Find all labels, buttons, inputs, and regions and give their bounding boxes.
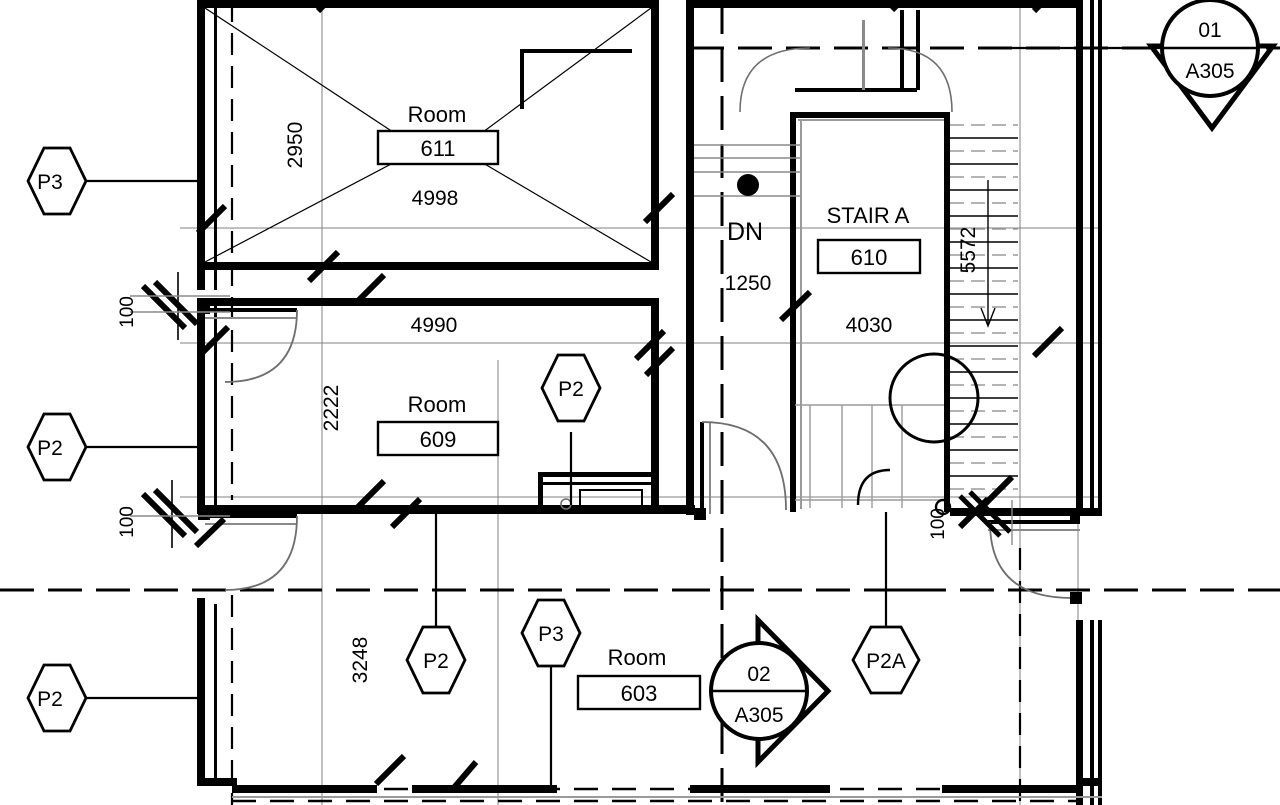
door-swing-arc-stair-left — [739, 47, 811, 113]
corridor-beam-dashes — [694, 144, 800, 197]
tag-p2-lower-left[interactable]: P2 — [26, 663, 200, 733]
room-611-dim-v: 2950 — [284, 122, 307, 169]
dim-100-right: 100 — [928, 508, 949, 540]
column-node-dot — [737, 174, 759, 196]
tag-p2-center[interactable]: P2 — [540, 353, 602, 505]
south-dashed-band — [232, 787, 1080, 803]
dashed-structure-lines — [230, 0, 1022, 805]
dn-label: DN — [727, 218, 763, 246]
tag-p2-center-label: P2 — [558, 378, 584, 401]
room-603-tag: Room 603 3248 — [349, 637, 702, 711]
dim-100-lower: 100 — [117, 506, 138, 538]
stair-treads-right — [950, 137, 1018, 477]
stair-a-structure — [790, 112, 950, 512]
tag-p3-upper-left[interactable]: P3 — [26, 146, 200, 216]
stair-treads-lower — [795, 404, 944, 508]
room-609-label: Room — [408, 392, 467, 417]
room-603-dim-v: 3248 — [349, 637, 372, 684]
corridor-walls — [686, 0, 1076, 515]
dim-break-100-lower — [130, 480, 230, 548]
section-marker-02-number: 02 — [747, 663, 770, 686]
room-609-walls — [197, 298, 695, 514]
room-611-number: 611 — [420, 136, 455, 161]
section-marker-02-sheet: A305 — [734, 704, 783, 727]
door-swing-stair-bottom — [856, 468, 891, 506]
room-610-tag: STAIR A 610 4030 5572 — [816, 203, 980, 337]
dim-break-100-right — [934, 490, 1013, 545]
right-interior-returns — [950, 0, 1080, 520]
stair-handrail-circle — [888, 352, 980, 444]
section-marker-01-number: 01 — [1198, 19, 1221, 42]
room-611-diagonals — [204, 7, 652, 263]
room-603-number: 603 — [621, 681, 658, 706]
wall-break-ticks — [193, 0, 1065, 792]
room-610-dim-v: 5572 — [957, 227, 980, 274]
tag-p2-bottom[interactable]: P2 — [405, 508, 467, 695]
tag-p2-lower-left-label: P2 — [37, 688, 63, 711]
room-611-dim-h: 4998 — [412, 187, 459, 210]
tag-p2a-bottom[interactable]: P2A — [851, 512, 921, 695]
tag-p3-bottom-label: P3 — [538, 623, 564, 646]
tag-p3-upper-left-label: P3 — [37, 171, 63, 194]
room-611-niche — [520, 49, 632, 109]
room-603-label: Room — [608, 645, 667, 670]
stair-direction-arrow — [980, 180, 996, 328]
stair-a-label: STAIR A — [827, 203, 910, 228]
room-611-tag: Room 611 4998 2950 — [284, 102, 500, 210]
door-right — [988, 520, 1082, 604]
section-marker-01[interactable]: 01 A305 — [1000, 0, 1278, 133]
room-609-tag: Room 609 4990 2222 — [320, 314, 500, 457]
stair-top-rails — [795, 10, 920, 92]
right-exterior-wall — [1076, 0, 1102, 805]
room-611-walls — [197, 0, 659, 290]
door-603-left — [198, 508, 298, 591]
tag-p2-mid-left-label: P2 — [37, 437, 63, 460]
dim-100-upper: 100 — [117, 296, 138, 328]
door-swing-arc-stair-right — [887, 47, 953, 113]
tag-p2-bottom-label: P2 — [423, 650, 449, 673]
room-609-dim-h: 4990 — [411, 314, 458, 337]
room-609-dim-v: 2222 — [320, 385, 343, 432]
stair-treads-right-dashes — [950, 124, 1018, 490]
section-marker-01-sheet: A305 — [1185, 60, 1234, 83]
dim-1250: 1250 — [725, 272, 772, 295]
room-610-dim-h: 4030 — [846, 314, 893, 337]
door-corridor — [694, 421, 787, 520]
room-609-number: 609 — [420, 427, 457, 452]
tag-p2a-bottom-label: P2A — [866, 650, 906, 673]
room-610-number: 610 — [851, 245, 888, 270]
tag-p2-mid-left[interactable]: P2 — [26, 412, 200, 482]
section-marker-02[interactable]: 02 A305 — [709, 613, 832, 769]
dim-break-100-upper — [130, 272, 230, 340]
tag-p3-bottom[interactable]: P3 — [520, 598, 582, 790]
room-611-label: Room — [408, 102, 467, 127]
door-609-upper — [198, 302, 298, 383]
